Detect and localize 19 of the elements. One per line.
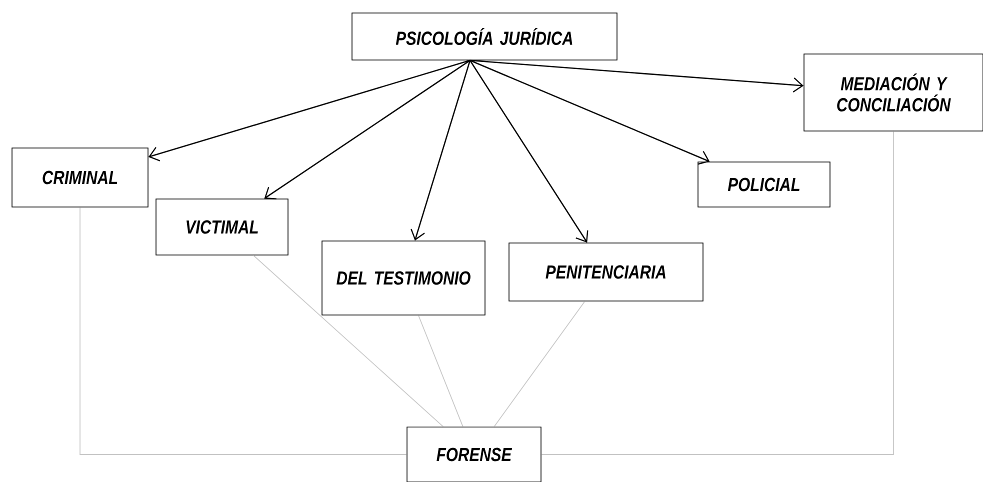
text-box: POLICIAL (698, 162, 830, 208)
connector-line (253, 254, 444, 428)
connector-line (80, 206, 408, 455)
arrow (264, 60, 470, 200)
text-box: FORENSE (406, 426, 542, 482)
arrow (148, 60, 470, 162)
text-box: DEL TESTIMONIO (322, 240, 486, 316)
arrow (470, 60, 710, 165)
connector-line (540, 130, 894, 455)
text-box: PENITENCIARIA (508, 242, 704, 302)
text-box: PSICOLOGÍA JURÍDICA (352, 12, 618, 60)
connector-line (494, 300, 586, 428)
arrow (410, 60, 471, 241)
text-box: MEDIACIÓN Y CONCILIACIÓN (804, 54, 983, 132)
text-box: VICTIMAL (156, 198, 288, 256)
text-box: CRIMINAL (12, 148, 148, 208)
arrow (470, 60, 804, 92)
arrow (469, 60, 588, 243)
connector-line (418, 314, 464, 428)
